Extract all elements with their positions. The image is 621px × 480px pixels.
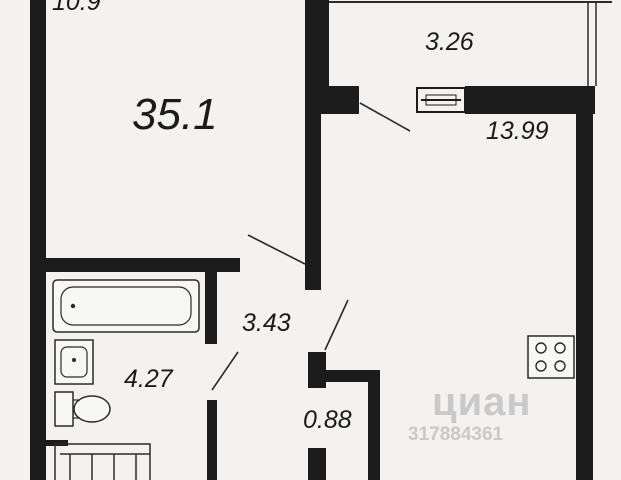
wall-post-bottom	[308, 448, 326, 480]
wall-closet-top	[326, 370, 378, 382]
area-label-living-room: 10.9	[52, 0, 101, 16]
area-label-bathroom: 4.27	[124, 365, 173, 393]
wall-central-jog	[305, 86, 359, 114]
area-label-closet: 0.88	[303, 406, 352, 434]
wall-post-hallway	[308, 352, 326, 388]
area-label-total: 35.1	[132, 90, 218, 139]
balcony-outline	[329, 1, 612, 86]
wall-bathroom-stub	[46, 440, 68, 446]
bathtub-icon	[52, 279, 200, 333]
walls	[30, 0, 595, 480]
wall-bathroom-jamb	[207, 400, 217, 480]
toilet-icon	[54, 391, 111, 427]
watermark-brand: циан	[432, 380, 532, 424]
wall-central-upper	[305, 0, 329, 86]
wall-bathroom-top	[46, 258, 240, 272]
outer-wall-right	[576, 114, 593, 480]
radiator-icon	[54, 443, 151, 480]
wall-bathroom-partition	[205, 272, 217, 344]
wall-balcony-bottom	[465, 86, 595, 114]
sink-icon	[54, 339, 94, 385]
area-label-hallway: 3.43	[242, 309, 291, 337]
window-icon	[416, 87, 466, 113]
wall-central-lower	[305, 114, 321, 290]
area-label-balcony: 3.26	[425, 28, 474, 56]
stove-icon	[527, 335, 575, 379]
wall-closet-right	[368, 370, 380, 480]
door-swing-icon	[211, 102, 411, 391]
outer-wall-left	[30, 0, 46, 480]
area-label-kitchen: 13.99	[486, 117, 549, 145]
watermark-id: 317884361	[408, 424, 504, 445]
